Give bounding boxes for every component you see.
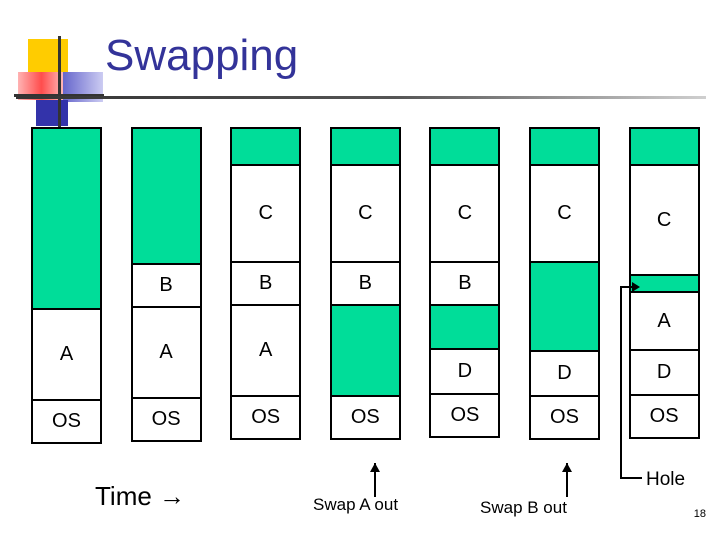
memory-block-OS: OS: [31, 399, 102, 444]
title-underline-rule: [16, 96, 706, 99]
slide-logo-decoration: [14, 36, 104, 134]
memory-block-OS: OS: [130, 397, 202, 442]
memory-block-free: [130, 127, 202, 267]
memory-block-free: [529, 261, 600, 352]
memory-block-C: C: [529, 164, 600, 263]
hole-arrow-head: [632, 282, 640, 292]
swap-a-out-arrow: [370, 463, 380, 497]
memory-block-D: D: [529, 350, 600, 397]
memory-block-free: [329, 127, 401, 168]
memory-block-free: [429, 127, 501, 168]
memory-block-C: C: [329, 164, 401, 263]
memory-block-B: B: [329, 261, 401, 306]
memory-block-A: A: [628, 291, 700, 351]
memory-block-A: A: [230, 304, 302, 397]
memory-block-free: [628, 127, 700, 168]
memory-block-D: D: [429, 348, 501, 395]
hole-callout-connector: [620, 282, 652, 479]
hole-connector-vertical: [620, 286, 622, 479]
logo-horizontal-line: [14, 94, 104, 97]
swap-a-out-label: Swap A out: [313, 495, 399, 514]
logo-blue-square: [36, 100, 68, 126]
memory-block-free: [230, 127, 302, 168]
swap-b-out-label: Swap B out: [480, 498, 567, 517]
memory-block-OS: OS: [230, 395, 302, 440]
memory-block-C: C: [230, 164, 302, 263]
logo-vertical-line: [58, 36, 61, 134]
memory-block-C: C: [429, 164, 501, 263]
page-title: Swapping: [105, 31, 299, 80]
swap-b-out-arrow: [562, 463, 572, 497]
memory-block-OS: OS: [628, 394, 700, 439]
hole-connector-top: [620, 286, 634, 288]
memory-block-OS: OS: [529, 395, 600, 440]
memory-block-C: C: [628, 164, 700, 276]
memory-block-free: [529, 127, 600, 168]
memory-block-free: [329, 304, 401, 397]
memory-block-A: A: [31, 308, 102, 401]
memory-block-A: A: [130, 306, 202, 399]
memory-block-free: [31, 127, 102, 312]
memory-block-B: B: [429, 261, 501, 306]
hole-connector-bottom: [620, 477, 642, 479]
hole-label: Hole: [646, 469, 686, 490]
logo-yellow-square: [28, 39, 68, 73]
memory-block-OS: OS: [429, 393, 501, 438]
time-axis-label: Time →: [95, 481, 186, 511]
memory-block-free: [429, 304, 501, 350]
memory-block-OS: OS: [329, 395, 401, 440]
memory-block-B: B: [230, 261, 302, 306]
slide-page-number: 18: [693, 508, 706, 520]
memory-block-B: B: [130, 263, 202, 308]
